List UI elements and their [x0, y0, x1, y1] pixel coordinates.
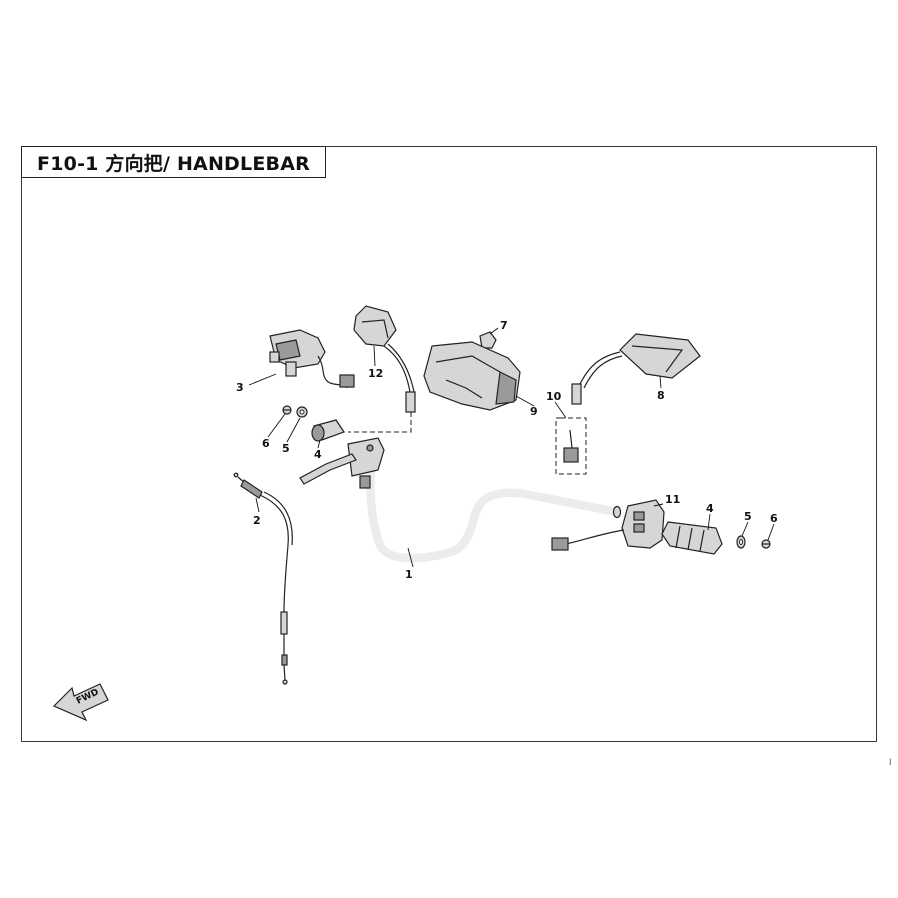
- diagram-title: F10-1 方向把/ HANDLEBAR: [37, 152, 310, 175]
- callout-11: 11: [665, 493, 680, 506]
- callout-3: 3: [236, 381, 244, 394]
- callout-4-right: 4: [706, 502, 714, 515]
- callout-labels: 1 2 3 4 5 6 7 8 9 10 11 12 4 5 6: [236, 319, 778, 581]
- left-washer-5: [296, 406, 308, 418]
- fwd-arrow: FWD: [52, 683, 109, 722]
- callout-8: 8: [657, 389, 665, 402]
- handlebar-tube: [366, 461, 622, 563]
- callout-12: 12: [368, 367, 383, 380]
- callout-7: 7: [500, 319, 508, 332]
- callout-5-left: 5: [282, 442, 290, 455]
- plug-7: [479, 331, 497, 349]
- right-grip-4: [661, 521, 723, 555]
- left-grip-4: [311, 419, 345, 442]
- callout-4-left: 4: [314, 448, 322, 461]
- callout-9: 9: [530, 405, 538, 418]
- throttle-cable: [233, 472, 293, 685]
- left-bolt-6: [282, 405, 292, 415]
- drawing-frame: [21, 146, 877, 742]
- right-washer-5: [736, 535, 746, 549]
- hand-guard: [423, 341, 521, 411]
- callout-1: 1: [405, 568, 413, 581]
- title-block: F10-1 方向把/ HANDLEBAR: [21, 146, 326, 178]
- callout-6-right: 6: [770, 512, 778, 525]
- callout-6-left: 6: [262, 437, 270, 450]
- callout-5-right: 5: [744, 510, 752, 523]
- left-mirror: [348, 305, 416, 433]
- callout-2: 2: [253, 514, 261, 527]
- right-switch-housing: [551, 499, 665, 551]
- page-mark: I: [889, 757, 892, 767]
- left-lever-housing: [299, 437, 385, 489]
- leader-lines: [248, 327, 775, 568]
- right-mirror: [571, 333, 701, 405]
- master-cylinder: [269, 329, 355, 389]
- connector-10: [555, 417, 587, 475]
- callout-10: 10: [546, 390, 562, 403]
- right-bolt-6: [761, 539, 771, 549]
